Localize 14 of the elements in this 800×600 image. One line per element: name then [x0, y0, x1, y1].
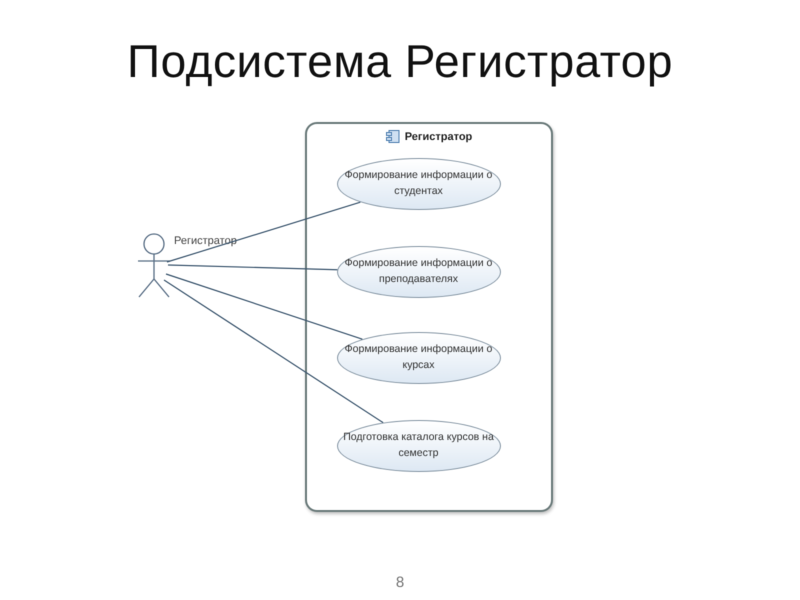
use-case-label: Формирование информации о преподавателях	[344, 256, 494, 286]
system-boundary	[305, 122, 553, 512]
association-line	[166, 273, 363, 340]
page-number: 8	[394, 574, 406, 591]
association-line	[164, 280, 384, 424]
use-case-label: Формирование информации о студентах	[344, 168, 494, 198]
use-case-label: Подготовка каталога курсов на семестр	[342, 430, 495, 460]
association-line	[166, 202, 360, 263]
actor-name: Регистратор	[174, 235, 237, 247]
slide-title: Подсистема Регистратор	[126, 34, 674, 88]
actor-figure	[137, 233, 171, 299]
association-line	[168, 264, 338, 270]
system-name: Регистратор	[404, 130, 472, 142]
use-case-label: Формирование информации о курсах	[344, 342, 494, 372]
